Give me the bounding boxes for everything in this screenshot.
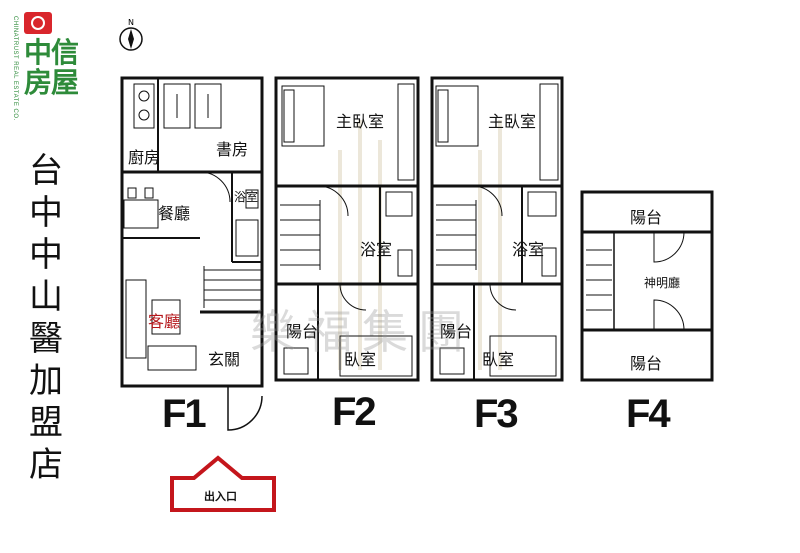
floor-label-f3: F3 — [474, 392, 519, 436]
room-kitchen: 廚房 — [128, 148, 161, 167]
floor-f2-plan — [274, 76, 420, 382]
floor-f4-plan — [580, 190, 714, 382]
room-f2-balcony: 陽台 — [286, 322, 319, 341]
room-study: 書房 — [216, 140, 249, 159]
brand-logo-icon — [24, 12, 52, 34]
room-living: 客廳 — [148, 312, 181, 331]
room-f4-shrine: 神明廳 — [644, 276, 681, 290]
floor-f3-plan — [430, 76, 564, 382]
entrance-arrow-icon — [170, 455, 276, 512]
floor-f1-plan — [120, 76, 264, 431]
room-f2-bath: 浴室 — [360, 240, 393, 259]
room-f4-balcony-top: 陽台 — [630, 208, 663, 227]
room-f2-bedroom: 臥室 — [344, 350, 377, 369]
room-f3-balcony: 陽台 — [440, 322, 473, 341]
room-f1-bath: 浴室 — [234, 190, 259, 204]
floor-label-f1: F1 — [162, 392, 207, 436]
brand-subtitle: CHINATRUST REAL ESTATE CO. — [12, 16, 18, 121]
floor-label-f4: F4 — [626, 392, 671, 436]
room-f3-master: 主臥室 — [488, 112, 537, 131]
room-f2-master: 主臥室 — [336, 112, 385, 131]
svg-text:N: N — [128, 18, 134, 27]
watermark: 樂福集團 — [250, 305, 474, 359]
room-foyer: 玄關 — [208, 350, 241, 369]
compass-icon: N — [119, 18, 143, 51]
room-f4-balcony-bottom: 陽台 — [630, 354, 663, 373]
floor-label-f2: F2 — [332, 390, 377, 434]
store-name: 台 中 中 山 醫 加 盟 店 — [29, 151, 63, 485]
entrance-label: 出入口 — [204, 490, 237, 503]
brand-name: 中信房屋 — [24, 36, 79, 99]
room-f3-bedroom: 臥室 — [482, 350, 515, 369]
room-dining: 餐廳 — [158, 204, 191, 223]
room-f3-bath: 浴室 — [512, 240, 545, 259]
